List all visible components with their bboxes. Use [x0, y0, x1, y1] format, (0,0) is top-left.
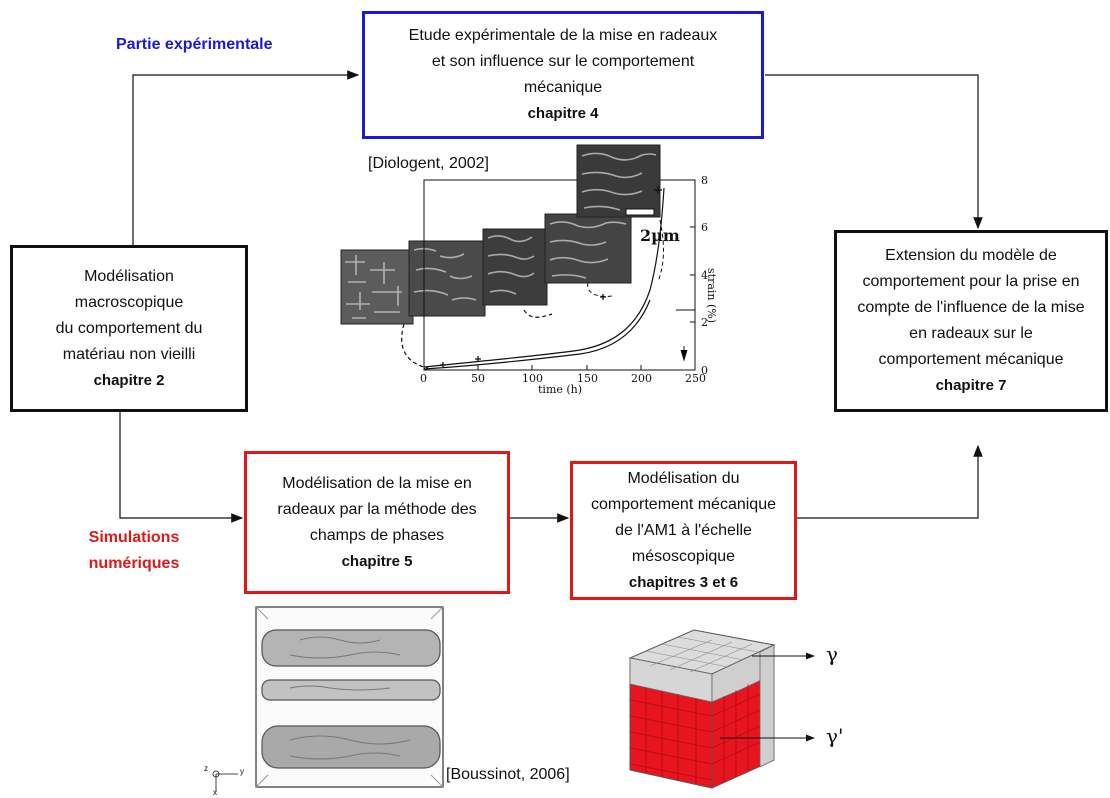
scale-bar: [625, 208, 655, 216]
box-chapter-5: Modélisation de la mise en radeaux par l…: [244, 451, 510, 594]
citation-diologent: [Diologent, 2002]: [368, 155, 489, 172]
box-chapter-2-line-1: Modélisation: [84, 267, 174, 285]
dashed-callout-2: [523, 309, 553, 318]
y-tick-8: 8: [701, 174, 708, 187]
arrow-ch2-to-ch4: [132, 70, 360, 245]
axis-x-label: x: [213, 788, 217, 797]
box-chapter-5-chapter: chapitre 5: [341, 552, 413, 570]
micrograph-4: [544, 213, 632, 284]
cube-figure: [628, 629, 815, 789]
box-chapter-7-chapter: chapitre 7: [935, 377, 1007, 394]
box-chapter-2-line-2: macroscopique: [74, 293, 184, 311]
scale-bar-label: 2µm: [640, 226, 680, 245]
box-chapter-4-line-2: et son influence sur le comportement: [431, 53, 695, 70]
box-chapter-4: Etude expérimentale de la mise en radeau…: [362, 11, 764, 139]
x-tick-250: 250: [685, 372, 706, 385]
label-simulations-line-2: numériques: [88, 555, 180, 572]
box-chapter-5-line-2: radeaux par la méthode des: [277, 500, 477, 518]
box-chapter-5-line-3: champs de phases: [309, 526, 445, 544]
raft-3: [261, 725, 441, 769]
y-tick-0: 0: [701, 364, 708, 377]
x-tick-150: 150: [577, 372, 598, 385]
axis-y-label: y: [240, 767, 244, 776]
micrograph-5: [576, 144, 661, 218]
y-tick-4: 4: [701, 269, 708, 282]
x-axis-label: time (h): [538, 383, 583, 396]
gamma-prime-label: γ': [826, 724, 844, 748]
dashed-callout-1: [401, 323, 429, 369]
arrow-ch4-to-ch7: [765, 74, 983, 230]
label-experimental: Partie expérimentale: [116, 36, 273, 53]
x-tick-0: 0: [420, 372, 427, 385]
citation-boussinot: [Boussinot, 2006]: [446, 766, 570, 783]
box-chapter-4-line-1: Etude expérimentale de la mise en radeau…: [408, 27, 718, 44]
box-chapters-3-6-line-1: Modélisation du: [627, 469, 740, 487]
gamma-label: γ: [826, 642, 838, 666]
box-chapter-2-line-3: du comportement du: [55, 319, 203, 337]
y-tick-2: 2: [701, 316, 708, 329]
x-tick-200: 200: [631, 372, 652, 385]
box-chapter-7-line-1: Extension du modèle de: [885, 247, 1057, 264]
dashed-callout-3: [587, 282, 613, 297]
box-chapters-3-6-chapter: chapitres 3 et 6: [628, 573, 739, 591]
creep-curve-2: [423, 299, 651, 370]
raft-1: [261, 629, 441, 667]
creep-figure: [340, 144, 696, 371]
box-chapters-3-6-line-3: de l'AM1 à l'échelle: [615, 521, 752, 539]
box-chapters-3-6-line-2: comportement mécanique: [591, 495, 776, 513]
box-chapter-2: Modélisation macroscopique du comporteme…: [10, 245, 248, 412]
box-chapter-7-line-3: compte de l'influence de la mise: [857, 299, 1085, 316]
arrow-ch36-to-ch7: [797, 444, 983, 519]
creep-curve-1: [423, 187, 665, 368]
box-chapter-4-chapter: chapitre 4: [527, 105, 599, 122]
x-tick-50: 50: [471, 372, 485, 385]
micrograph-1: [340, 249, 414, 325]
x-tick-100: 100: [522, 372, 543, 385]
box-chapter-7-line-2: comportement pour la prise en: [862, 273, 1080, 290]
label-simulations-line-1: Simulations: [88, 529, 180, 546]
dashed-callout-4: [657, 219, 664, 283]
label-simulations: Simulations numériques: [74, 525, 194, 577]
arrow-ch2-to-ch5: [119, 412, 244, 523]
axis-z-label: z: [204, 764, 208, 773]
box-chapter-7-line-5: comportement mécanique: [878, 351, 1064, 368]
box-chapters-3-6-line-4: mésoscopique: [631, 547, 736, 565]
box-chapter-5-line-1: Modélisation de la mise en: [282, 474, 472, 492]
micrograph-2: [408, 240, 486, 317]
box-chapter-7-line-4: en radeaux sur le: [909, 325, 1033, 342]
y-tick-6: 6: [701, 221, 708, 234]
box-chapter-2-chapter: chapitre 2: [93, 371, 165, 389]
box-chapter-7: Extension du modèle de comportement pour…: [834, 230, 1108, 412]
simulation-figure: [212, 606, 444, 792]
box-chapter-4-line-3: mécanique: [523, 79, 603, 96]
box-chapter-2-line-4: matériau non vieilli: [62, 345, 196, 363]
box-chapters-3-6: Modélisation du comportement mécanique d…: [570, 461, 797, 600]
